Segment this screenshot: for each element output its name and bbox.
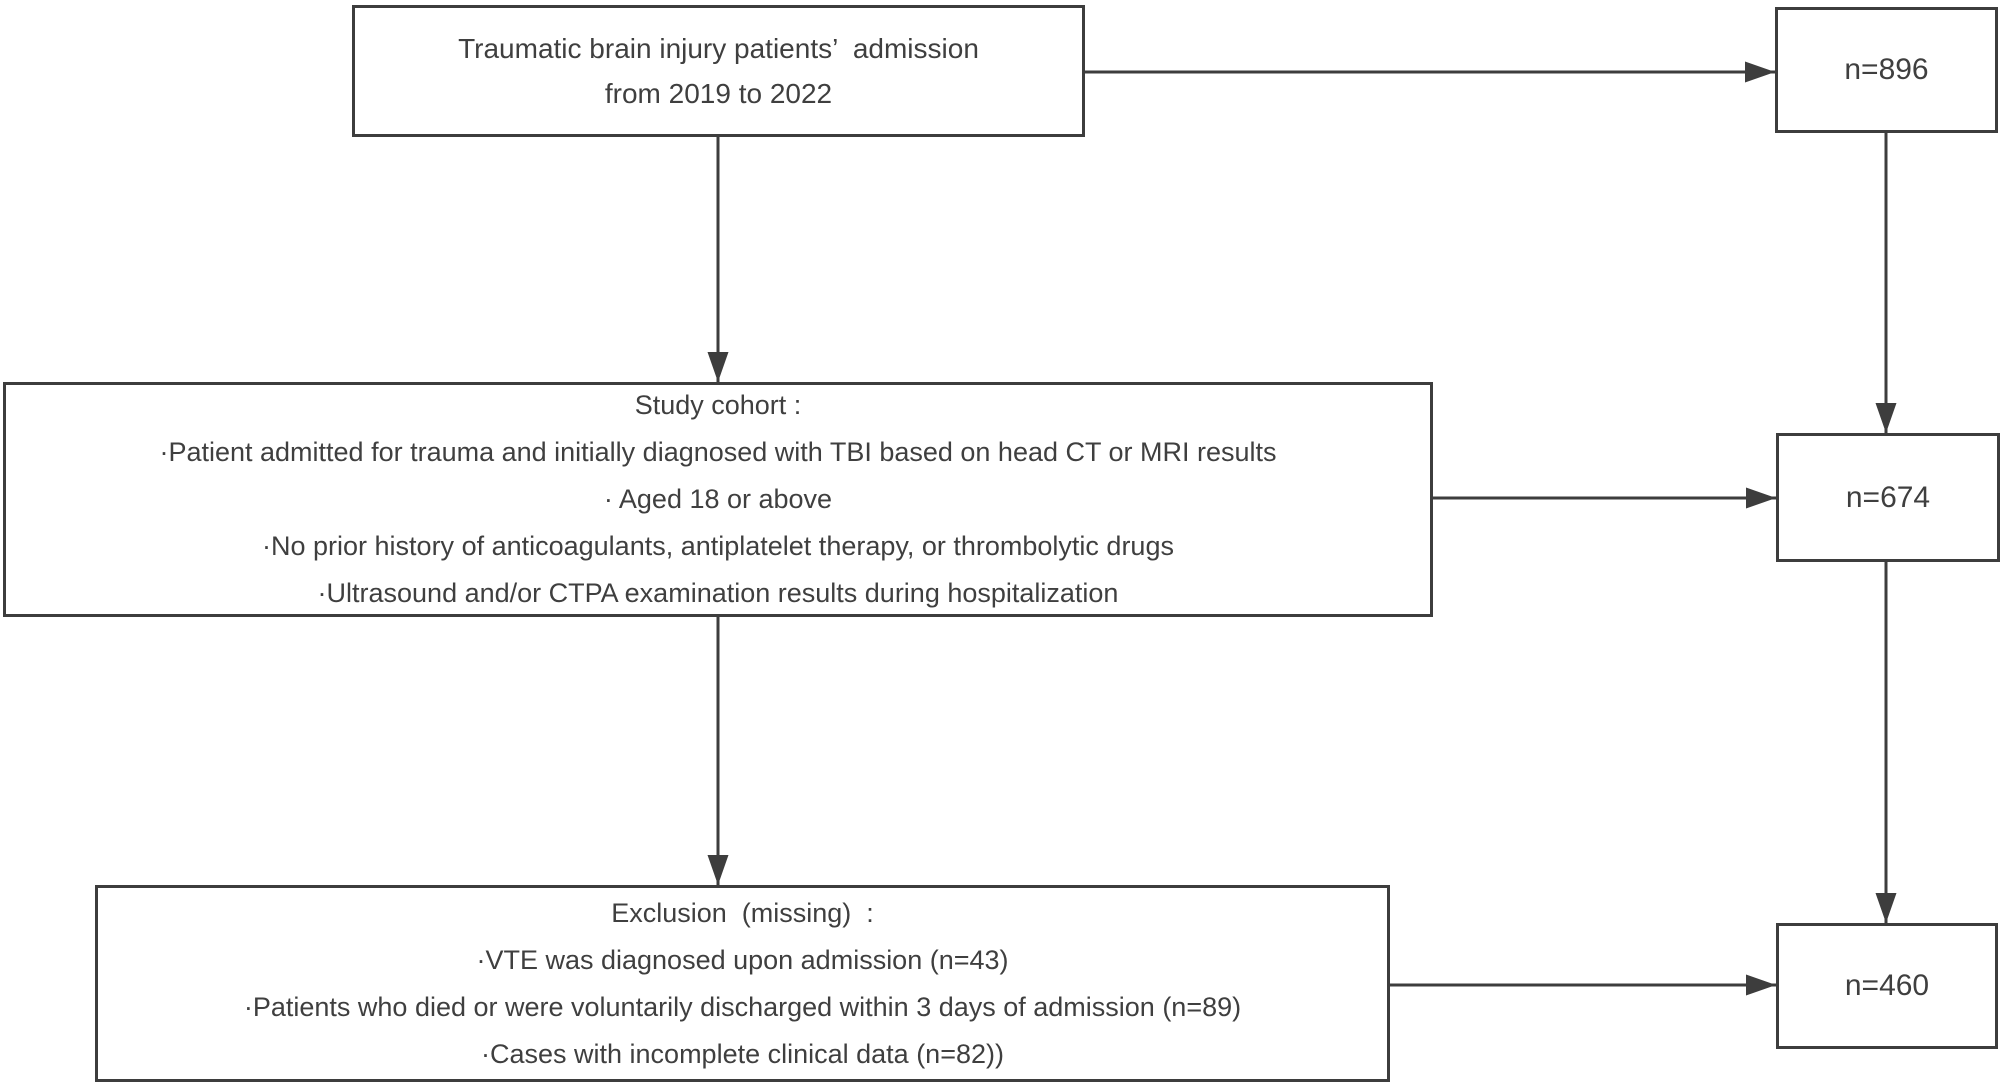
count-box-final: n=460 — [1776, 923, 1998, 1049]
study-cohort-criterion: · Aged 18 or above — [603, 484, 833, 514]
count-box-cohort: n=674 — [1776, 433, 2000, 562]
count-final-value: n=460 — [1844, 969, 1930, 1002]
study-cohort-criterion: ·Patient admitted for trauma and initial… — [159, 437, 1277, 467]
exclusion-criterion: ·Patients who died or were voluntarily d… — [243, 991, 1242, 1022]
study-cohort-title: Study cohort : — [634, 390, 802, 420]
study-cohort-box: Study cohort : ·Patient admitted for tra… — [3, 382, 1433, 617]
count-admitted-value: n=896 — [1844, 53, 1929, 86]
exclusion-criterion: ·Cases with incomplete clinical data (n=… — [481, 1038, 1004, 1069]
admission-box-line2: from 2019 to 2022 — [604, 78, 833, 109]
exclusion-box: Exclusion (missing) : ·VTE was diagnosed… — [95, 885, 1390, 1082]
count-box-admitted: n=896 — [1775, 7, 1998, 133]
exclusion-criterion: ·VTE was diagnosed upon admission (n=43) — [476, 944, 1009, 975]
study-cohort-criterion: ·Ultrasound and/or CTPA examination resu… — [317, 578, 1119, 608]
admission-box: Traumatic brain injury patients’ admissi… — [352, 5, 1085, 137]
exclusion-title: Exclusion (missing) : — [611, 897, 874, 928]
count-cohort-value: n=674 — [1845, 480, 1931, 514]
admission-box-line1: Traumatic brain injury patients’ admissi… — [458, 33, 979, 64]
study-cohort-criterion: ·No prior history of anticoagulants, ant… — [262, 531, 1174, 561]
